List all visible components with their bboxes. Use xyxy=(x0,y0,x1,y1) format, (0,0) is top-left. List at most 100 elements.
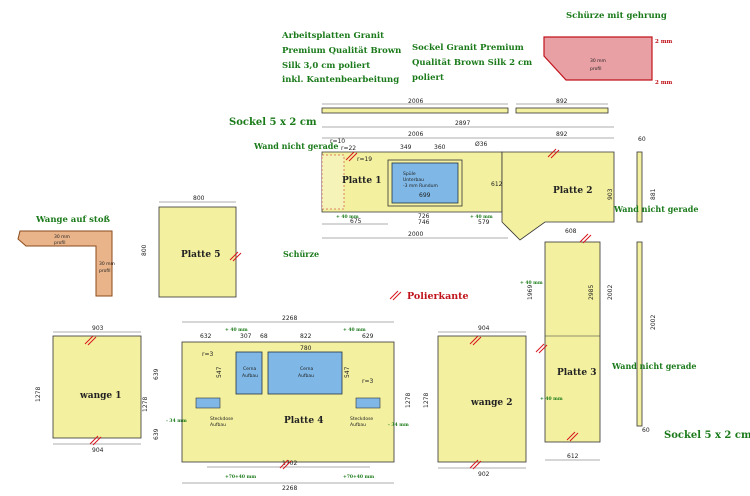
schuerze-gehrung-sample: 30 mm profil 2 mm 2 mm xyxy=(543,36,673,86)
svg-text:800: 800 xyxy=(141,244,148,256)
svg-text:Aufbau: Aufbau xyxy=(298,373,314,379)
svg-text:1702: 1702 xyxy=(282,460,297,467)
svg-text:Unterbau: Unterbau xyxy=(403,177,424,183)
svg-text:2000: 2000 xyxy=(408,231,423,238)
svg-text:639: 639 xyxy=(153,428,160,440)
svg-text:30 mm: 30 mm xyxy=(54,234,70,240)
svg-text:579: 579 xyxy=(478,219,490,226)
svg-text:Platte 2: Platte 2 xyxy=(553,186,592,196)
svg-text:Platte 4: Platte 4 xyxy=(284,416,323,426)
svg-text:1278: 1278 xyxy=(35,387,42,402)
svg-text:2006: 2006 xyxy=(408,131,423,138)
platte-2: Platte 2 612 xyxy=(491,151,615,241)
svg-text:2002: 2002 xyxy=(650,315,657,330)
svg-text:r=3: r=3 xyxy=(202,351,213,358)
polierkante-legend: Polierkante xyxy=(389,290,469,302)
sockel-granit-note: Sockel Granit Premium Qualität Brown Sil… xyxy=(412,43,532,83)
platte-3: Platte 3 2002 1969 2985 612 + 40 mm + 40… xyxy=(520,241,614,461)
svg-text:30 mm: 30 mm xyxy=(590,58,606,64)
svg-text:903: 903 xyxy=(92,325,104,332)
steckdose-1: Steckdose Aufbau xyxy=(195,397,233,428)
wange-2: 904 wange 2 1278 1278 902 xyxy=(405,325,527,478)
svg-text:Aufbau: Aufbau xyxy=(242,373,258,379)
svg-text:629: 629 xyxy=(362,333,374,340)
schuerze-label: Schürze xyxy=(283,249,319,259)
svg-text:r=22: r=22 xyxy=(341,145,356,152)
svg-text:30 mm: 30 mm xyxy=(99,261,115,267)
svg-text:547: 547 xyxy=(216,366,223,378)
spuele-sink: Spüle Unterbau -3 mm Rundum 699 xyxy=(387,159,463,207)
svg-text:r=3: r=3 xyxy=(362,378,373,385)
svg-text:675: 675 xyxy=(350,218,362,225)
svg-text:2 mm: 2 mm xyxy=(655,39,673,45)
svg-text:360: 360 xyxy=(434,144,446,151)
svg-text:902: 902 xyxy=(478,471,490,478)
svg-text:- 34 mm: - 34 mm xyxy=(166,418,187,424)
svg-text:profil: profil xyxy=(99,268,110,274)
wand-nicht-gerade-1: Wand nicht gerade xyxy=(253,141,338,151)
svg-text:349: 349 xyxy=(400,144,412,151)
svg-text:60: 60 xyxy=(638,136,646,143)
svg-text:904: 904 xyxy=(478,325,490,332)
svg-text:1278: 1278 xyxy=(423,393,430,408)
svg-text:+ 40 mm: + 40 mm xyxy=(540,396,563,402)
polierkante-markers xyxy=(84,148,592,470)
wand-nicht-gerade-2: Wand nicht gerade xyxy=(613,204,698,214)
svg-text:2268: 2268 xyxy=(282,485,297,492)
svg-text:822: 822 xyxy=(300,333,312,340)
svg-text:profil: profil xyxy=(54,240,65,246)
svg-text:904: 904 xyxy=(92,447,104,454)
svg-text:Aufbau: Aufbau xyxy=(350,422,366,428)
svg-text:Silk 3,0 cm poliert: Silk 3,0 cm poliert xyxy=(282,61,370,71)
svg-text:726: 726 xyxy=(418,213,430,220)
svg-text:Qualität Brown Silk 2 cm: Qualität Brown Silk 2 cm xyxy=(412,57,532,68)
svg-text:Platte 3: Platte 3 xyxy=(557,368,596,378)
svg-text:Polierkante: Polierkante xyxy=(407,291,469,302)
sockel-strips-right: 2002 60 xyxy=(636,241,657,434)
svg-text:Platte 5: Platte 5 xyxy=(181,250,220,260)
svg-text:547: 547 xyxy=(344,366,351,378)
svg-text:+70+40 mm: +70+40 mm xyxy=(343,474,374,480)
svg-text:800: 800 xyxy=(193,195,205,202)
svg-text:Premium Qualität Brown: Premium Qualität Brown xyxy=(282,45,401,56)
svg-text:1969: 1969 xyxy=(527,285,534,300)
svg-text:881: 881 xyxy=(650,188,657,200)
svg-text:Sockel Granit Premium: Sockel Granit Premium xyxy=(412,43,524,53)
svg-text:Cerna: Cerna xyxy=(243,366,257,372)
sockel-strips-top: 2006 892 xyxy=(321,98,609,114)
wange-1: 903 wange 1 1278 904 xyxy=(35,325,142,454)
svg-text:Arbeitsplatten Granit: Arbeitsplatten Granit xyxy=(281,31,384,41)
svg-text:wange 1: wange 1 xyxy=(79,391,122,401)
svg-text:Spüle: Spüle xyxy=(403,171,416,177)
svg-text:Platte 1: Platte 1 xyxy=(342,176,381,186)
svg-text:2268: 2268 xyxy=(282,315,297,322)
wange-stoss-sample: 30 mm profil 30 mm profil xyxy=(17,230,115,297)
svg-text:+ 40 mm: + 40 mm xyxy=(336,214,359,220)
platte-2-dims: 608 903 60 881 xyxy=(565,136,657,235)
svg-text:2985: 2985 xyxy=(588,285,595,300)
svg-text:Cerna: Cerna xyxy=(300,366,314,372)
svg-text:780: 780 xyxy=(300,345,312,352)
svg-text:892: 892 xyxy=(556,98,568,105)
svg-text:903: 903 xyxy=(607,188,614,200)
cerna-1: Cerna Aufbau xyxy=(235,351,263,395)
svg-text:+70+40 mm: +70+40 mm xyxy=(225,474,256,480)
svg-text:699: 699 xyxy=(419,192,431,199)
steckdose-2: Steckdose Aufbau xyxy=(350,397,381,428)
svg-text:608: 608 xyxy=(565,228,577,235)
svg-text:+ 40 mm: + 40 mm xyxy=(520,280,543,286)
svg-text:1278: 1278 xyxy=(142,397,149,412)
svg-text:2006: 2006 xyxy=(408,98,423,105)
svg-text:2897: 2897 xyxy=(455,120,470,127)
cerna-2: 780 Cerna Aufbau xyxy=(267,345,343,395)
platte-1-dims: 675 726 746 579 2000 + 40 mm + 40 mm xyxy=(322,213,508,239)
svg-text:307: 307 xyxy=(240,333,252,340)
svg-text:inkl. Kantenbearbeitung: inkl. Kantenbearbeitung xyxy=(282,75,399,85)
wange-auf-stoss-label: Wange auf stoß xyxy=(35,215,110,225)
svg-text:612: 612 xyxy=(491,181,503,188)
svg-text:2 mm: 2 mm xyxy=(655,80,673,86)
svg-text:Aufbau: Aufbau xyxy=(210,422,226,428)
wand-nicht-gerade-3: Wand nicht gerade xyxy=(611,361,696,371)
